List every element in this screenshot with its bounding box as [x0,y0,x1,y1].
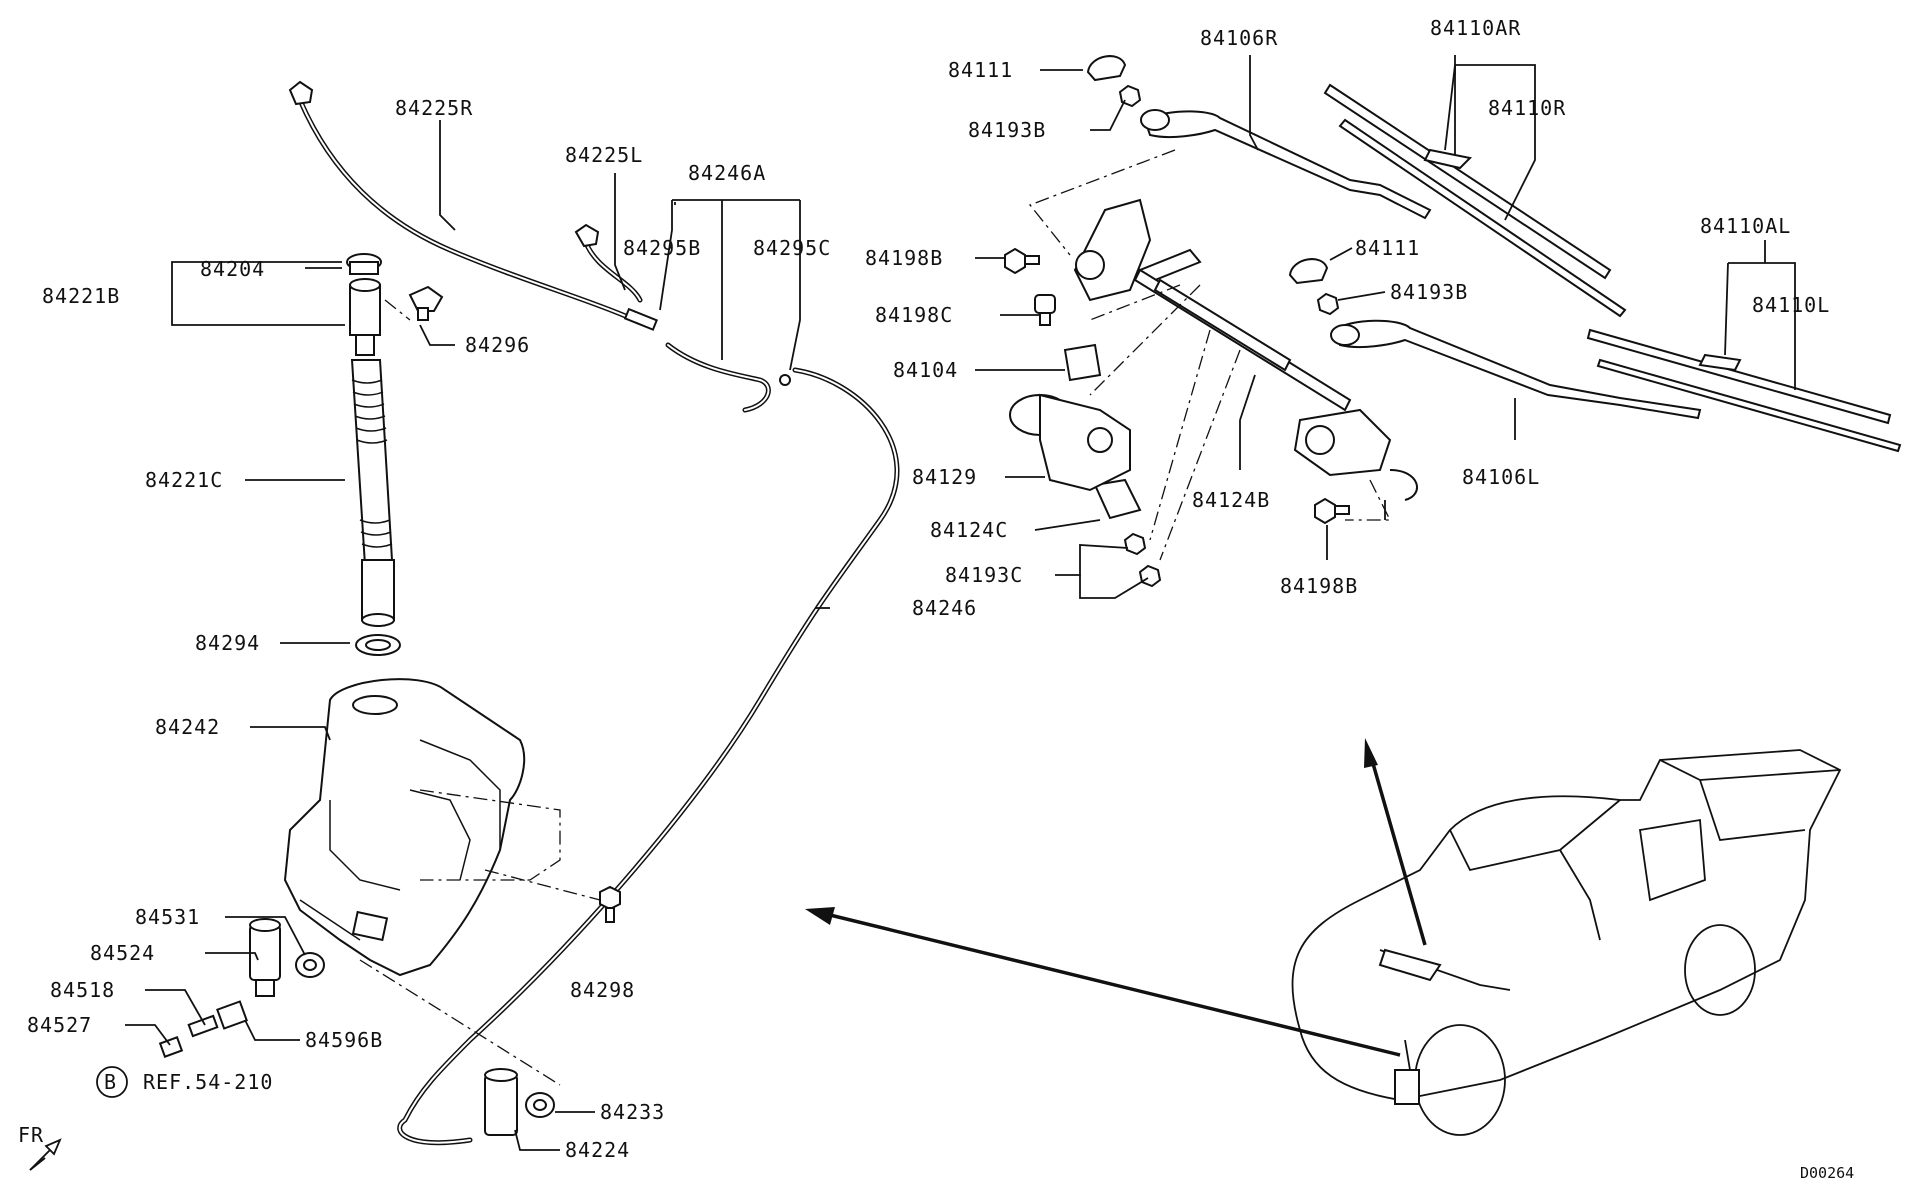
label-84524: 84524 [90,941,155,965]
grommet-84294 [355,634,401,656]
bolt-84198C [1034,294,1056,326]
label-84124B: 84124B [1192,488,1270,512]
label-84527: 84527 [27,1013,92,1037]
label-84110L: 84110L [1752,293,1830,317]
label-84124C: 84124C [930,518,1008,542]
hose-84246 [397,367,900,1146]
joint-84596B [216,1000,248,1030]
label-84295B: 84295B [623,236,701,260]
nut-84193C-lower [1138,564,1162,588]
reference-text: REF.54-210 [143,1070,273,1094]
hose-84225R [288,80,633,321]
reference-circle [96,1066,128,1098]
label-84296: 84296 [465,333,530,357]
clip-84296 [408,285,444,321]
label-84518: 84518 [50,978,115,1002]
label-84198C: 84198C [875,303,953,327]
label-84193B-lower: 84193B [1390,280,1468,304]
label-84242: 84242 [155,715,220,739]
label-84246: 84246 [912,596,977,620]
label-84596B: 84596B [305,1028,383,1052]
label-84104: 84104 [893,358,958,382]
bolt-84298 [599,885,621,923]
label-84193C: 84193C [945,563,1023,587]
label-84111-upper: 84111 [948,58,1013,82]
label-84110R: 84110R [1488,96,1566,120]
front-direction-arrow [29,1138,62,1171]
nut-84193B-lower [1316,292,1340,316]
wiper-blade-84110L [1586,328,1902,453]
pivot-right [1073,198,1202,302]
label-84110AR: 84110AR [1430,16,1521,40]
reference-letter: B [104,1070,117,1094]
wiper-arm-84106R [1140,109,1432,220]
label-84111-lower: 84111 [1355,236,1420,260]
reference-b: B REF.54-210 [96,1066,273,1098]
label-84246A: 84246A [688,161,766,185]
nozzle-84527 [158,1036,184,1058]
hose-84518 [187,1014,219,1038]
bracket-84124C [1093,478,1142,520]
wiper-blade-84110R [1323,83,1627,318]
label-84221C: 84221C [145,468,223,492]
label-84204: 84204 [200,257,265,281]
label-84198B-upper: 84198B [865,246,943,270]
front-label: FR [18,1123,44,1147]
label-84106R: 84106R [1200,26,1278,50]
filler-neck-84221B [349,278,381,356]
label-84106L: 84106L [1462,465,1540,489]
label-84295C: 84295C [753,236,831,260]
filler-cap-84204 [346,253,382,275]
label-84224: 84224 [565,1138,630,1162]
grommet-84531 [295,952,325,978]
label-84221B: 84221B [42,284,120,308]
vehicle-overview [1291,749,1842,1136]
pivot-left [1293,408,1418,501]
washer-tank-84242 [283,678,526,977]
link-rod-84124B [1133,268,1352,412]
nut-84193C-upper [1123,532,1147,556]
cap-84111-lower [1288,258,1329,285]
hose-84246A [623,307,791,413]
label-84129: 84129 [912,465,977,489]
filler-hose-84221C [350,359,395,627]
leader-lines [125,55,1796,1151]
diagram-code: D00264 [1800,1164,1854,1182]
label-84298: 84298 [570,978,635,1002]
label-84198B-lower: 84198B [1280,574,1358,598]
label-84225L: 84225L [565,143,643,167]
washer-motor-84524 [249,918,281,997]
bracket-84104 [1063,343,1102,382]
label-84294: 84294 [195,631,260,655]
wiper-motor-84129 [1009,393,1131,492]
label-84193B-upper: 84193B [968,118,1046,142]
label-84531: 84531 [135,905,200,929]
washer-motor-84224 [484,1068,518,1136]
grommet-84233 [525,1092,555,1118]
wiper-arm-84106L [1330,319,1702,420]
hose-84225L [574,223,643,303]
bolt-84198B-lower [1314,497,1350,525]
label-84233: 84233 [600,1100,665,1124]
bolt-84198B-upper [1004,247,1040,275]
label-84110AL: 84110AL [1700,214,1791,238]
label-84225R: 84225R [395,96,473,120]
cap-84111-upper [1086,55,1127,82]
